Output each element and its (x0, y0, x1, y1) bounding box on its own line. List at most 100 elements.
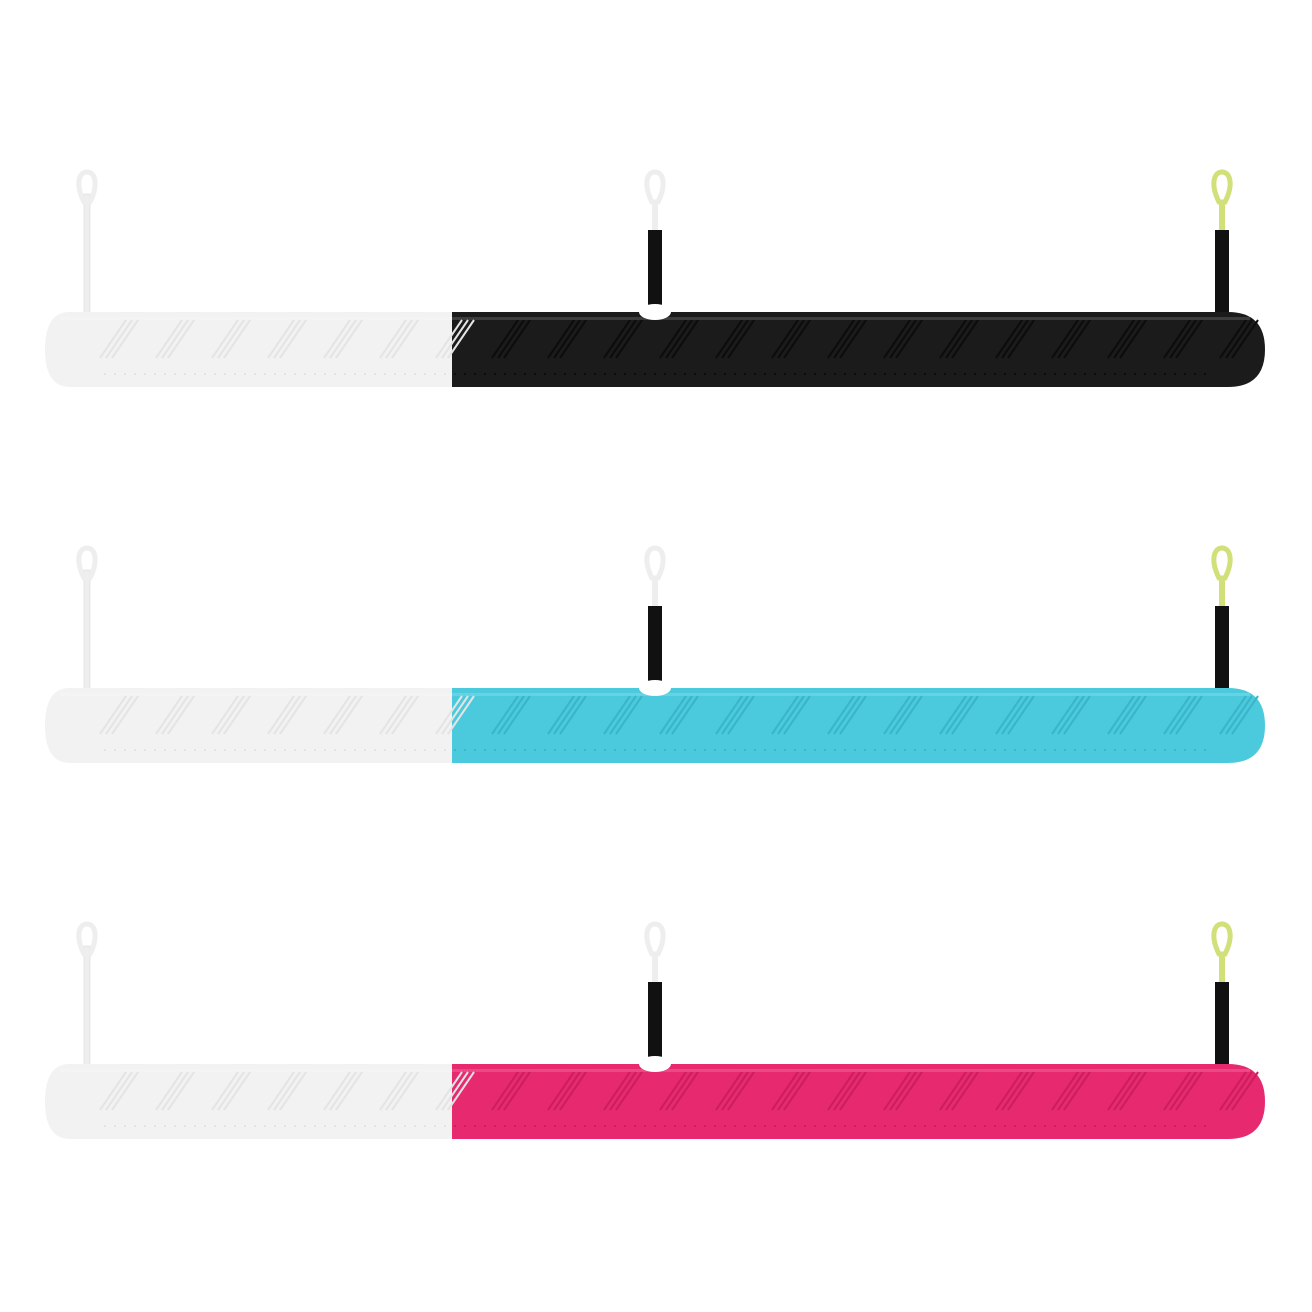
grip-dot (1003, 748, 1007, 752)
loop-icon (76, 169, 98, 205)
white-handle (45, 312, 452, 387)
grip-dot (813, 748, 817, 752)
grip-ridge (727, 695, 755, 735)
grip-dot (413, 748, 417, 752)
grip-dot (1033, 372, 1037, 376)
grip-dot (973, 372, 977, 376)
grip-dot (943, 372, 947, 376)
grip-dot (923, 748, 927, 752)
grip-dot (1173, 1124, 1177, 1128)
grip-dot (663, 748, 667, 752)
grip-dot (343, 372, 347, 376)
grip-dot (633, 748, 637, 752)
grip-dot (533, 748, 537, 752)
grip-dot (573, 372, 577, 376)
grip-dot (903, 1124, 907, 1128)
grip-dot (1183, 372, 1187, 376)
grip-ridge (441, 695, 469, 735)
grip-dot (1193, 748, 1197, 752)
grip-dot (443, 1124, 447, 1128)
grip-ridge (379, 1071, 407, 1111)
grip-dot (823, 748, 827, 752)
grip-ridge (329, 695, 357, 735)
grip-ridge (335, 319, 363, 359)
grip-dot (693, 372, 697, 376)
grip-dot (1083, 748, 1087, 752)
grip-ridge (385, 695, 413, 735)
grip-ridge (1113, 1071, 1141, 1111)
grip-ridge (1113, 319, 1141, 359)
grip-ridge (1051, 695, 1079, 735)
grip-ridge (1163, 319, 1191, 359)
grip-ridge (665, 1071, 693, 1111)
grip-dot (1053, 372, 1057, 376)
grip-ridge (1119, 695, 1147, 735)
loop-icon (1211, 169, 1233, 205)
grip-ridge (827, 319, 855, 359)
grip-ridge (547, 319, 575, 359)
grip-ridge (161, 695, 189, 735)
grip-dot (263, 748, 267, 752)
grip-dot (1143, 1124, 1147, 1128)
grip-ridge (99, 695, 127, 735)
grip-dot (963, 1124, 967, 1128)
grip-dot (803, 372, 807, 376)
grip-ridge (727, 319, 755, 359)
grip-ridge (783, 319, 811, 359)
grip-dot (183, 372, 187, 376)
grip-dot (1093, 1124, 1097, 1128)
grip-ridge (267, 1071, 295, 1111)
grip-ridge (167, 319, 195, 359)
grip-dot (213, 372, 217, 376)
grip-ridge (1113, 695, 1141, 735)
grip-dot (353, 748, 357, 752)
grip-ridge (777, 319, 805, 359)
grip-ridge (951, 1071, 979, 1111)
grip-ridge (883, 1071, 911, 1111)
grip-dot (403, 748, 407, 752)
grip-dot (373, 748, 377, 752)
grip-ridge (497, 695, 525, 735)
grip-dot (483, 1124, 487, 1128)
grip-dot (523, 1124, 527, 1128)
grip-ridge (783, 695, 811, 735)
grip-ridge (1225, 319, 1253, 359)
grip-ridge (939, 319, 967, 359)
grip-dot (943, 1124, 947, 1128)
grip-ridge (503, 1071, 531, 1111)
grip-dot (743, 372, 747, 376)
grip-dot (563, 1124, 567, 1128)
grip-dot (753, 748, 757, 752)
grip-ridge (497, 1071, 525, 1111)
grip-ridge (441, 319, 469, 359)
cord (1215, 230, 1229, 318)
grip-dot (903, 748, 907, 752)
grip-ridge (211, 1071, 239, 1111)
grip-dot (853, 1124, 857, 1128)
grip-dot (893, 372, 897, 376)
grip-dot (403, 372, 407, 376)
grip-ridge (1231, 695, 1259, 735)
colored-handle (452, 1064, 1265, 1139)
grip-ridge (167, 1071, 195, 1111)
grip-dot (303, 1124, 307, 1128)
grip-dot (833, 748, 837, 752)
grip-ridge (615, 319, 643, 359)
notch (639, 1056, 671, 1072)
grip-ridge (273, 695, 301, 735)
grip-dot (103, 372, 107, 376)
grip-ridge (827, 1071, 855, 1111)
grip-dot (643, 372, 647, 376)
grip-dot (903, 372, 907, 376)
grip-dot (483, 372, 487, 376)
grip-dot (643, 748, 647, 752)
grip-dot (203, 372, 207, 376)
grip-ridge (603, 1071, 631, 1111)
grip-dot (313, 1124, 317, 1128)
grip-ridge (553, 695, 581, 735)
grip-dot (443, 372, 447, 376)
grip-ridge (1001, 319, 1029, 359)
grip-dot (813, 1124, 817, 1128)
grip-dot (943, 748, 947, 752)
